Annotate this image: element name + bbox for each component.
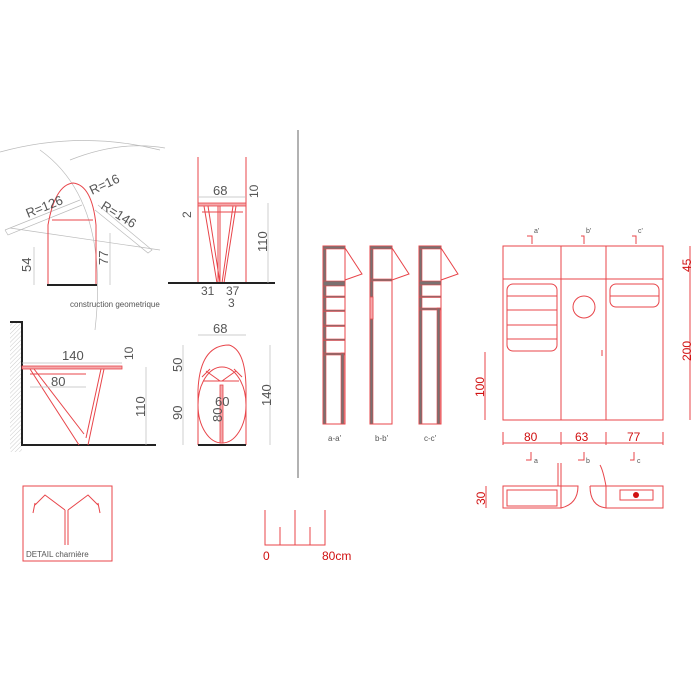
knob-icon [633,492,639,498]
sections: a-a' b-b' c-c' [322,245,459,443]
dimension-label: c' [638,228,643,235]
dimension-label: 54 [19,258,34,272]
dimension-label: 90 [170,406,185,420]
dimension-label: 3 [228,296,235,310]
dimension-label: 37 [226,284,240,298]
dimension-label: DETAIL charnière [26,550,89,559]
plan-view: 30 [474,463,664,509]
dimension-label: 77 [96,251,111,265]
dimension-label: 110 [255,231,270,252]
dimension-label: 30 [474,491,488,505]
side-view: 140 80 10 110 [10,321,156,452]
dimension-label: a-a' [328,434,342,443]
dimension-label: 80 [524,430,538,444]
dimension-label: b-b' [375,434,389,443]
dimension-label: 80cm [322,549,351,563]
dimension-label: 10 [122,346,136,360]
dimension-label: 68 [213,321,227,336]
dimension-label: R=126 [24,192,65,220]
elevation: a' b' c' 45 200 100 80 63 77 a b c [473,228,694,465]
section-b: b-b' [369,245,410,443]
dimension-label: construction geometrique [70,300,160,309]
dimension-label: 80 [210,408,225,422]
dimension-label: 60 [215,394,229,409]
section-c: c-c' [418,245,459,443]
dimension-label: 140 [259,384,274,406]
dimension-label: b [586,458,590,465]
dimension-label: c [637,458,641,465]
dimension-label: 100 [473,377,487,397]
construction-geometry [0,140,166,331]
front-view: 68 10 2 110 31 37 3 [168,157,275,310]
dimension-label: 50 [170,358,185,372]
dimension-label: 31 [201,284,215,298]
dimension-label: 77 [627,430,641,444]
dimension-label: 63 [575,430,589,444]
dimension-label: 2 [180,211,194,218]
detail-hinge: DETAIL charnière [22,485,113,562]
dimension-label: a [534,458,538,465]
dimension-label: 140 [62,348,84,363]
top-view: 68 50 90 60 80 140 [170,321,274,446]
dimension-label: b' [586,228,591,235]
dimension-label: c-c' [424,434,437,443]
dimension-label: a' [534,228,539,235]
dimension-label: 45 [680,258,694,272]
dimension-label: 80 [51,374,65,389]
dimension-label: 0 [263,549,270,563]
dimension-label: R=16 [87,171,122,198]
dimension-label: 68 [213,183,227,198]
dimension-label: 10 [247,184,261,198]
scale-bar: 0 80cm [263,510,351,563]
dimension-label: 110 [133,396,148,417]
dimension-label: 200 [680,341,694,361]
dimension-label: R=146 [98,198,139,231]
section-a: a-a' [322,245,363,443]
